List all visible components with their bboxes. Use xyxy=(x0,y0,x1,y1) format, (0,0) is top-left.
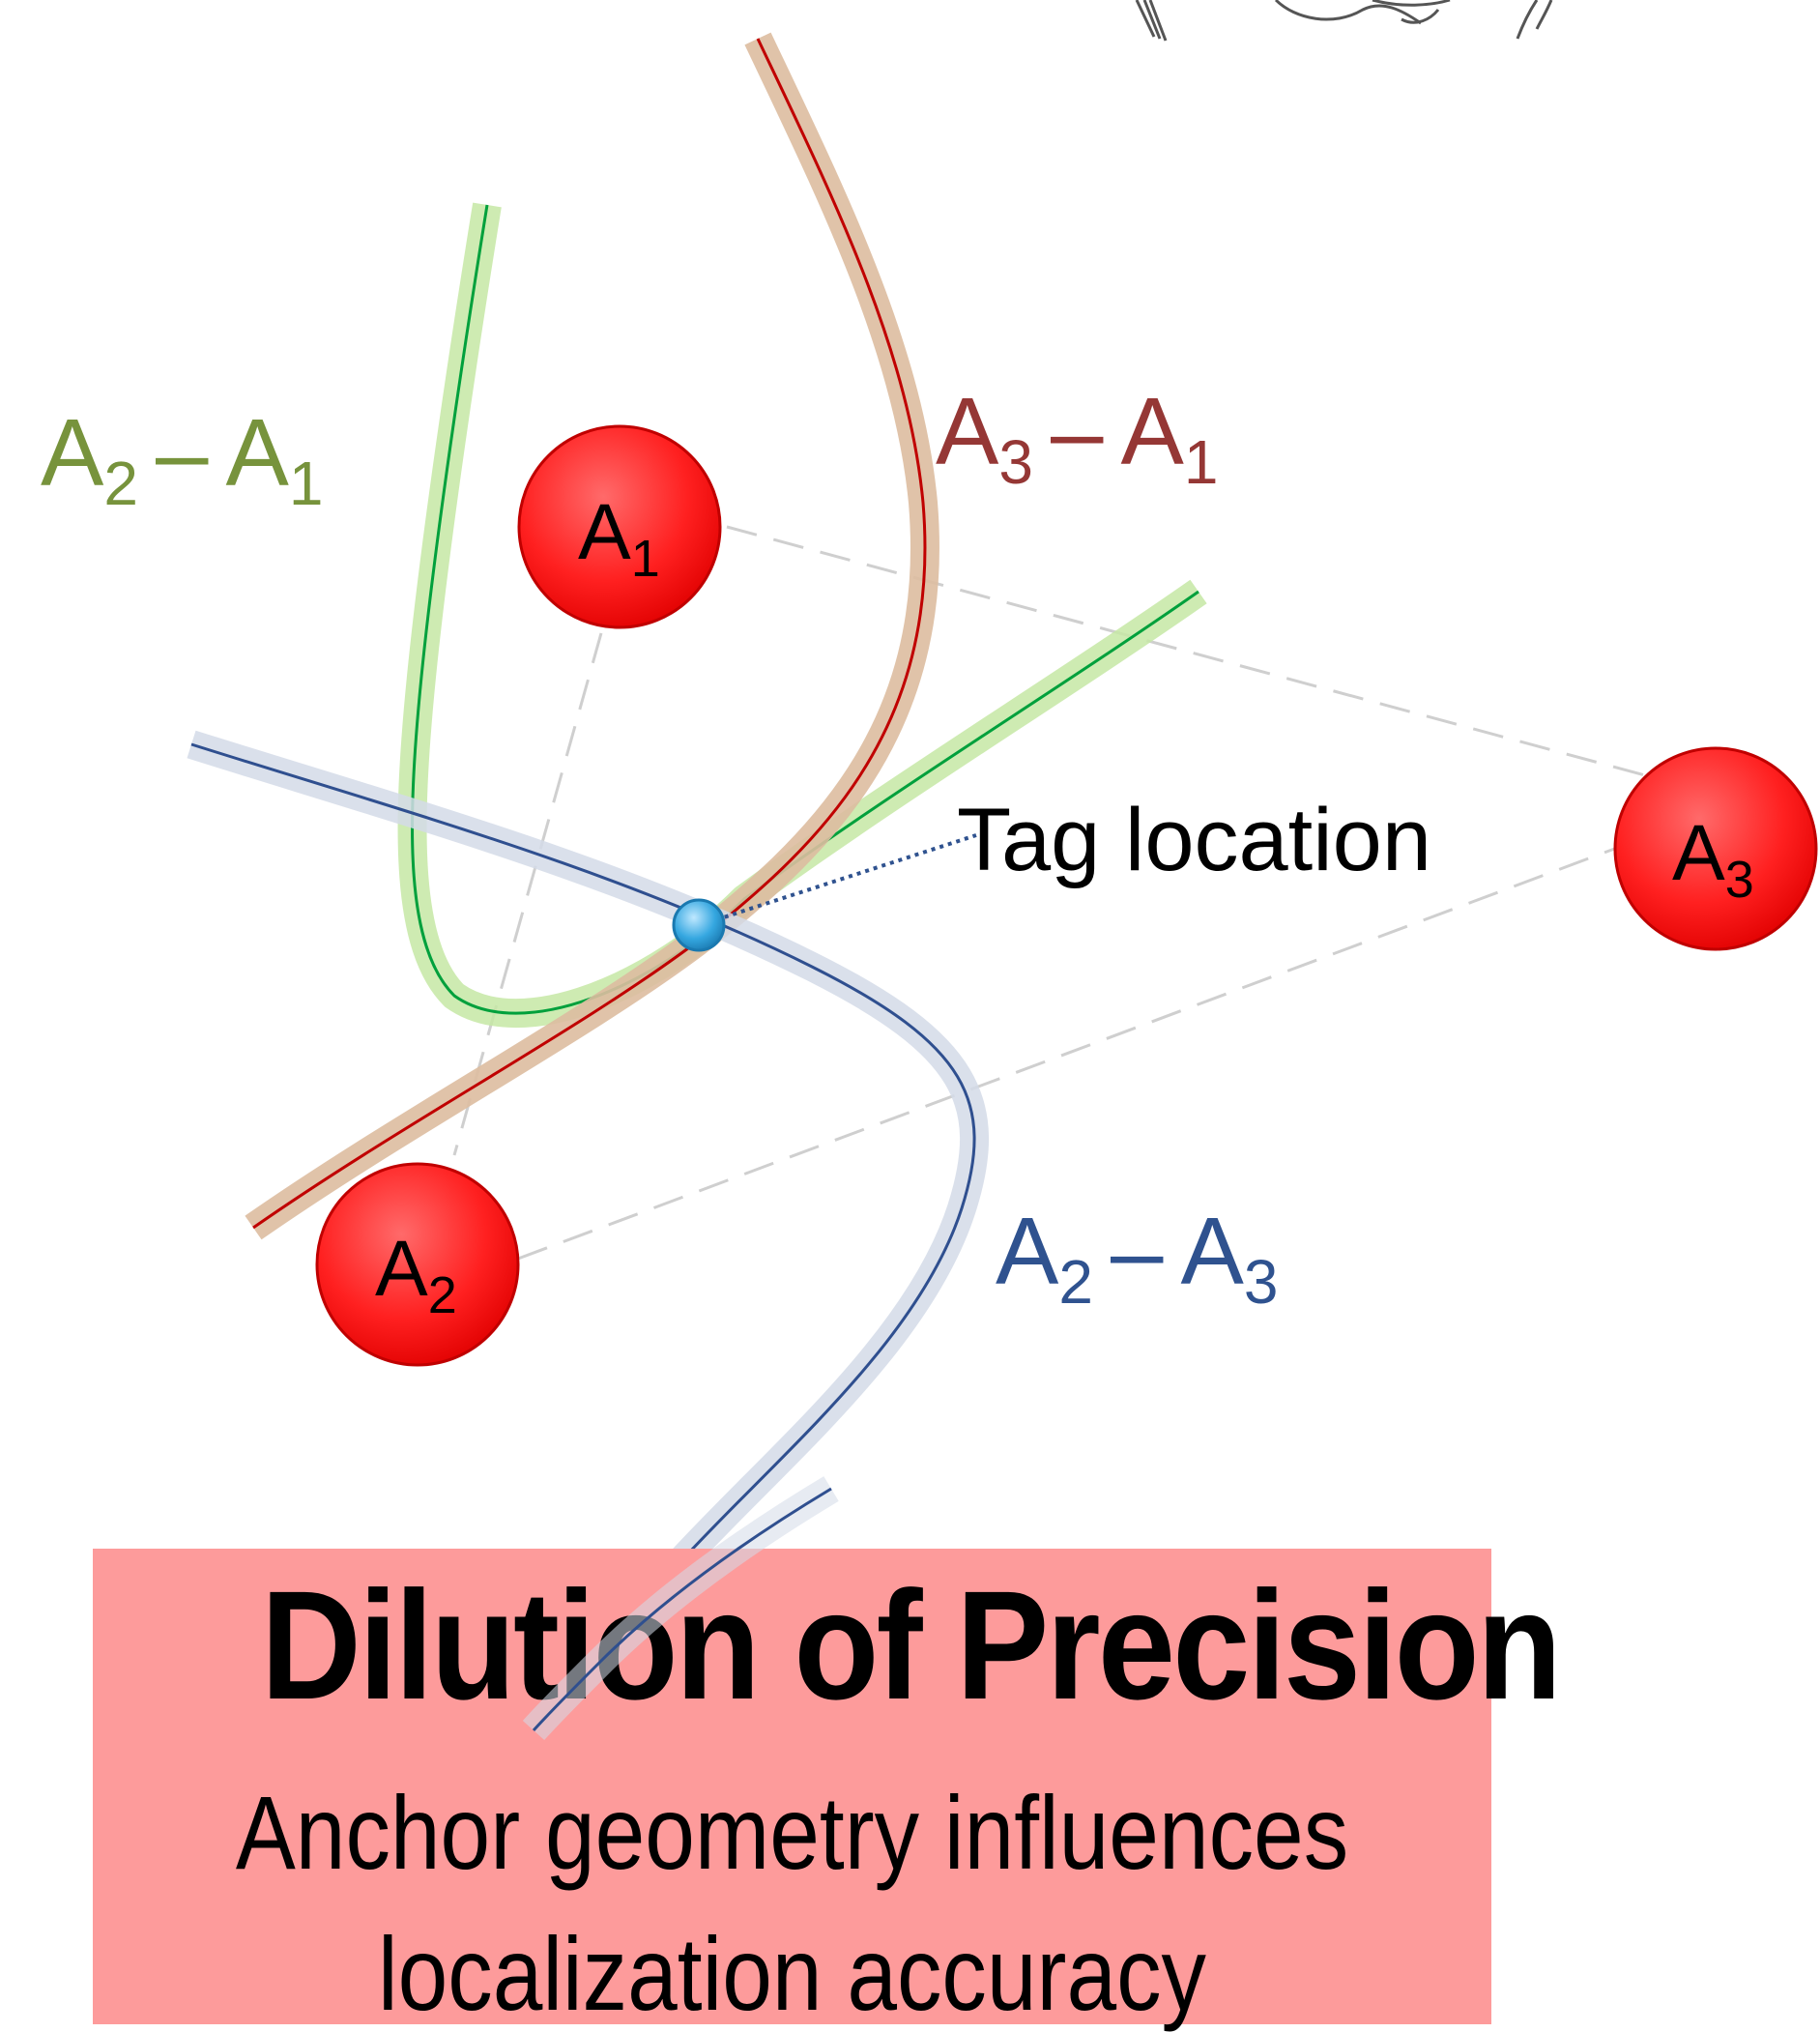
svg-text:A2: A2 xyxy=(375,1225,457,1324)
anchor-a3-letter: A xyxy=(1672,809,1725,897)
sketch-illustration xyxy=(1135,0,1553,42)
anchor-a1-sub: 1 xyxy=(631,530,660,588)
callout-title: Dilution of Precision xyxy=(260,1558,1562,1731)
anchor-a3-sub: 3 xyxy=(1725,851,1754,909)
callout-subtitle-line-1: Anchor geometry influences xyxy=(235,1774,1349,1891)
anchor-a2: A2 xyxy=(315,1162,520,1367)
callout-subtitle-line-2: localization accuracy xyxy=(378,1915,1206,2032)
baseline-a1-a3 xyxy=(726,525,1646,777)
hyperbola-a2-a1-line xyxy=(411,204,1199,1015)
label-a3-a1: A3–A1 xyxy=(936,378,1218,497)
tag-marker xyxy=(672,898,726,952)
hyperbola-a3-a1-band xyxy=(245,32,939,1240)
anchor-a2-sub: 2 xyxy=(428,1266,457,1324)
label-a2-a3: A2–A3 xyxy=(996,1198,1278,1317)
anchor-a1: A1 xyxy=(517,424,722,629)
baseline-a2-a3 xyxy=(517,846,1618,1261)
hyperbola-a2-a1-band xyxy=(397,202,1207,1029)
tag-label: Tag location xyxy=(957,791,1431,889)
anchor-a2-letter: A xyxy=(375,1225,428,1313)
anchor-a1-letter: A xyxy=(578,488,631,576)
hyperbola-a3-a1 xyxy=(245,32,939,1240)
hyperbola-a3-a1-line xyxy=(252,38,927,1230)
svg-text:A3: A3 xyxy=(1672,809,1754,909)
svg-text:A1: A1 xyxy=(578,488,660,588)
label-a2-a1: A2–A1 xyxy=(41,399,323,518)
hyperbola-a2-a1 xyxy=(397,202,1207,1029)
anchor-a3: A3 xyxy=(1613,746,1818,951)
